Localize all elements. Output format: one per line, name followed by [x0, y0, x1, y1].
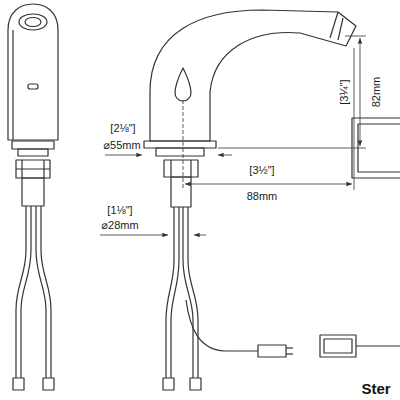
dimension-label: [3¼"]	[338, 78, 350, 105]
dimension-label: ⌀28mm	[100, 219, 139, 231]
watermark: Ster	[360, 381, 391, 398]
side-view	[144, 10, 400, 390]
dimension-label: [2⅛"]	[109, 122, 136, 134]
dimension-label: [1⅛"]	[106, 204, 133, 216]
dimension-label: 82mm	[370, 76, 382, 109]
dimension-lines	[100, 36, 366, 235]
dimension-label: [3½"]	[248, 164, 275, 176]
dimension-label: ⌀55mm	[102, 139, 141, 151]
dimension-label: 88mm	[246, 190, 279, 202]
front-view	[8, 4, 58, 390]
